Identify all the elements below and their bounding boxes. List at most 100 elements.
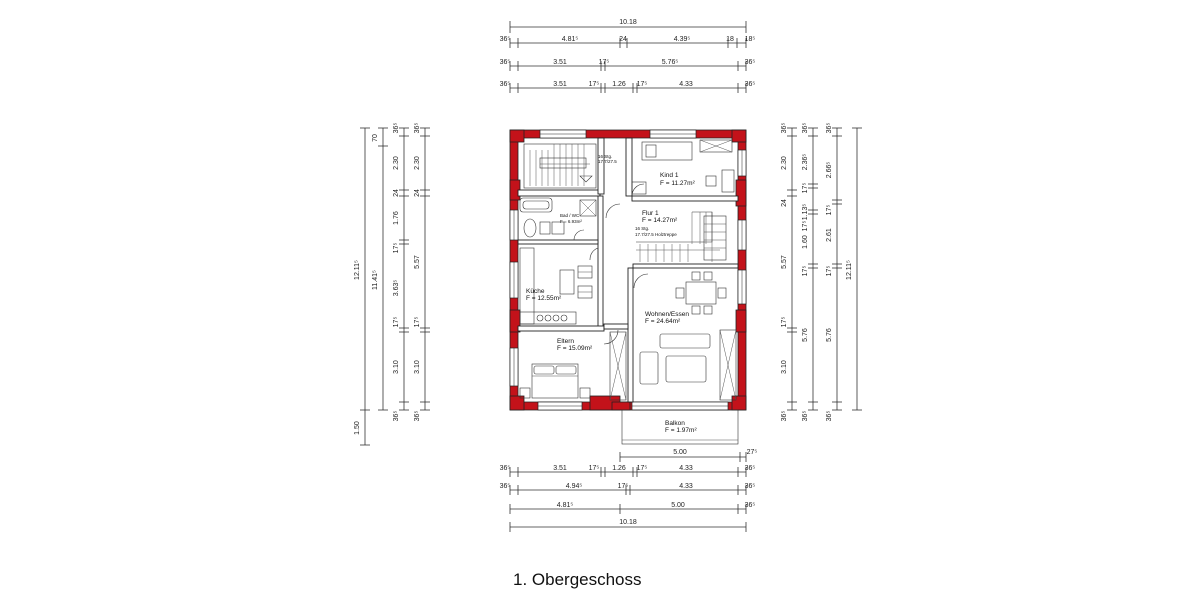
dim-right-c1-h: 5.76 [802,328,809,342]
dim-right-c1-d: 1.13⁵ [802,204,809,221]
dim-top-r2-a: 36⁵ [500,59,511,66]
dim-left-c2-h: 3.10 [393,360,400,374]
dim-right-c0-f: 3.10 [781,360,788,374]
dim-left-c3-c: 24 [414,189,421,197]
dim-top-r3-c: 17⁵ [589,81,600,88]
dim-bot-r0-b: 27⁵ [747,449,758,456]
dim-left-c2-f: 3.63⁵ [393,280,400,297]
room-labels: Kind 1 F = 11.27m² Bad / WC F = 6.93m² F… [526,172,697,434]
stair-main-line2: 17.7/27.5 [598,159,617,164]
dim-left-c2-d: 1.76 [393,211,400,225]
dim-bot-r3-a: 4.81⁵ [557,502,574,509]
dim-top-r1-b: 4.81⁵ [562,36,579,43]
room-kueche-area: F = 12.55m² [526,295,562,302]
kitchen-furniture [519,247,599,325]
dim-right-c0-a: 36⁵ [781,123,788,134]
dim-left-c3-g: 36⁵ [414,411,421,422]
room-bad-name: Bad / WC [560,213,580,218]
dim-right-total: 12.11⁵ [846,260,853,280]
dim-right-c1-g: 17⁵ [802,266,809,277]
dim-bot-r2-a: 36⁵ [500,483,511,490]
dim-bot-r0-a: 5.00 [673,449,687,456]
dim-top-r2-b: 3.51 [553,59,567,66]
room-flur-area: F = 14.27m² [642,217,678,224]
stair-main-line1: 16 Stg. [598,154,612,159]
dim-right-c1-a: 36⁵ [802,123,809,134]
room-wohnen-area: F = 24.64m² [645,318,681,325]
dim-top-r3-e: 17⁵ [637,81,648,88]
dim-left-c2-c: 24 [393,189,400,197]
dim-bot-r2-c: 17⁵ [618,483,629,490]
dim-bot-r2-d: 4.33 [679,483,693,490]
bathroom-fixtures [519,197,597,241]
dim-right-c0-g: 36⁵ [781,411,788,422]
dim-left-c1-b: 11.41⁵ [372,270,379,290]
dim-right-c0-b: 2.30 [781,156,788,170]
dim-left-c2-e: 17⁵ [393,243,400,254]
dim-left-c2-a: 36⁵ [393,123,400,134]
staircase-main: 16 Stg. 17.7/27.5 [523,143,617,189]
dim-right-c2-g: 36⁵ [826,411,833,422]
room-flur-note1: 16 Stg. [635,226,649,231]
dim-bot-r2-e: 36⁵ [745,483,756,490]
dim-left-c2-b: 2.30 [393,156,400,170]
dim-right-c2-a: 36⁵ [826,123,833,134]
dim-right-c0-d: 5.57 [781,255,788,269]
room-eltern-area: F = 15.09m² [557,345,593,352]
living-dining-furniture [633,271,737,401]
dim-top-r1-c: 24 [619,36,627,43]
balcony-outline [621,409,739,445]
room-balkon-area: F = 1.97m² [665,427,697,434]
dim-bot-r1-g: 36⁵ [745,465,756,472]
dim-right-c1-b: 2.36⁵ [802,154,809,171]
dim-left-c1-a: 70 [372,134,379,142]
dim-top-r1-d: 4.39⁵ [674,36,691,43]
right-dimension-chains: 36⁵ 2.30 24 5.57 17⁵ 3.10 36⁵ 36⁵ 2.36⁵ … [781,123,862,422]
dim-top-r3-a: 36⁵ [500,81,511,88]
dim-top-r1-f: 18⁵ [745,36,756,43]
dim-bot-r1-b: 3.51 [553,465,567,472]
dim-left-c3-b: 2.30 [414,156,421,170]
dim-right-c1-e: 17⁵ [802,221,809,232]
dim-right-c2-b: 2.66⁵ [826,162,833,179]
room-bad-area: F = 6.93m² [560,219,582,224]
dim-bot-r3-b: 5.00 [671,502,685,509]
dim-right-c2-e: 17⁵ [826,266,833,277]
dim-right-c2-c: 17⁵ [826,205,833,216]
room-kind-area: F = 11.27m² [660,180,696,187]
dim-left-c3-f: 3.10 [414,360,421,374]
dim-bot-r1-c: 17⁵ [589,465,600,472]
dim-bot-total: 10.18 [619,519,637,526]
dim-bot-r1-a: 36⁵ [500,465,511,472]
kind-room-furniture [631,139,735,197]
dim-bot-r1-f: 4.33 [679,465,693,472]
dim-left-c3-e: 17⁵ [414,317,421,328]
dim-top-r3-d: 1.26 [612,81,626,88]
windows [509,129,747,411]
dim-top-r2-c: 17⁵ [599,59,610,66]
dim-right-c1-c: 17⁵ [802,183,809,194]
staircase-flur [605,203,727,262]
dim-right-c1-i: 36⁵ [802,411,809,422]
dim-right-c0-e: 17⁵ [781,317,788,328]
dim-top-r2-e: 36⁵ [745,59,756,66]
room-balkon-name: Balkon [665,420,685,427]
dim-top-r3-f: 4.33 [679,81,693,88]
dim-top-r1-e: 18 [726,36,734,43]
dim-right-c2-f: 5.76 [826,328,833,342]
dim-bot-r1-e: 17⁵ [637,465,648,472]
dim-left-c2-i: 36⁵ [393,411,400,422]
dim-left-c2-g: 17⁵ [393,317,400,328]
building: 16 Stg. 17.7/27.5 [509,129,747,445]
page-title: 1. Obergeschoss [513,570,642,589]
bedroom-furniture [519,329,627,401]
dim-left-c0-a: 12.11⁵ [354,260,361,280]
dim-left-c3-a: 36⁵ [414,123,421,134]
top-dimension-chains: 10.18 36⁵ 4.81⁵ 24 4.39⁵ 18 18⁵ 36⁵ 3.51… [500,19,756,93]
dim-bot-r3-c: 36⁵ [745,502,756,509]
dim-right-c2-d: 2.61 [826,228,833,242]
dim-left-c0-b: 1.50 [354,421,361,435]
dim-top-r2-d: 5.76⁵ [662,59,679,66]
interior-walls [517,137,739,403]
